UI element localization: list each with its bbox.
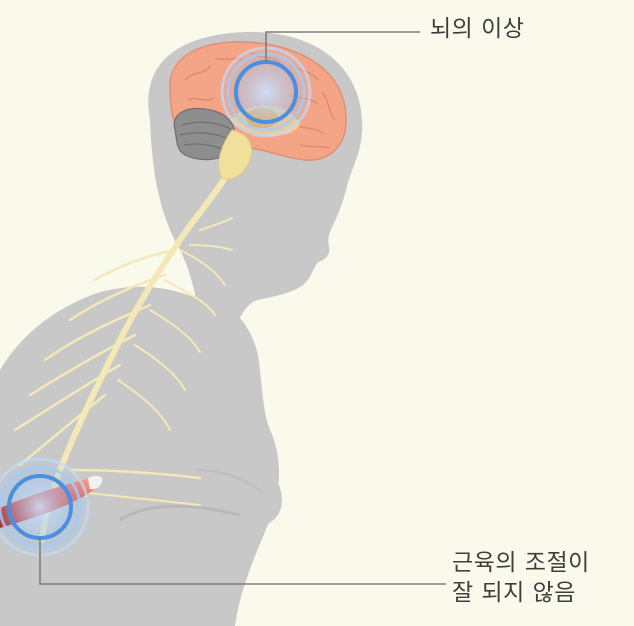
muscle-label-line-2: 잘 되지 않음: [452, 580, 576, 606]
muscle-control-label: 근육의 조절이 잘 되지 않음: [452, 548, 590, 608]
brain-leader-line: [265, 31, 420, 62]
brain-highlight-ring: [220, 46, 312, 138]
hand-crease: [195, 469, 263, 493]
brain-abnormality-label: 뇌의 이상: [430, 16, 525, 42]
muscle-label-line-1: 근육의 조절이: [452, 550, 590, 576]
arm-crease: [119, 504, 241, 522]
muscle-leader-line: [39, 538, 446, 585]
